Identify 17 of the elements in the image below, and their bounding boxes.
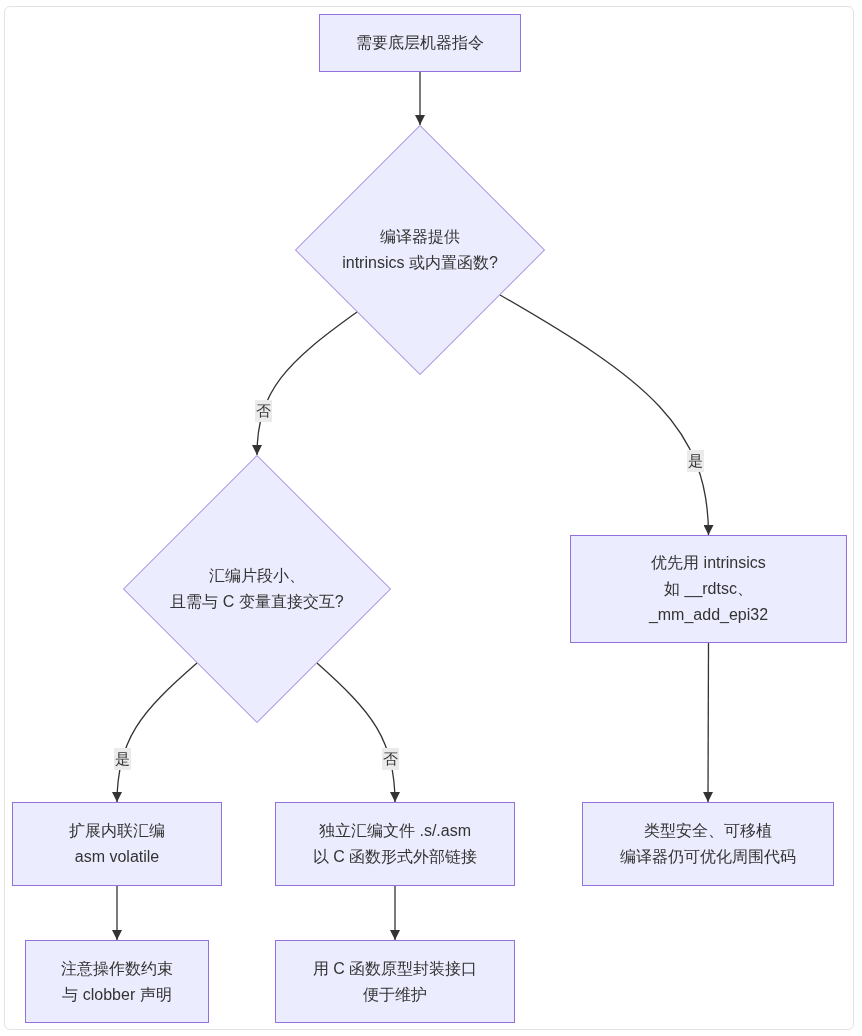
arrow [316, 662, 400, 803]
process-box: 独立汇编文件 .s/.asm 以 C 函数形式外部链接 [275, 802, 515, 886]
process-box: 优先用 intrinsics 如 __rdtsc、 _mm_add_epi32 [570, 535, 847, 643]
arrow [415, 71, 425, 126]
arrow [112, 885, 122, 941]
process-box: 用 C 函数原型封装接口便于维护 [275, 940, 515, 1023]
arrow [252, 311, 358, 456]
process-box: 注意操作数约束与 clobber 声明 [25, 940, 209, 1023]
decision-diamond: 汇编片段小、且需与 C 变量直接交互? [123, 455, 391, 723]
process-box: 需要底层机器指令 [319, 14, 521, 72]
arrow [112, 662, 198, 803]
arrow [499, 294, 713, 536]
arrow [390, 885, 400, 941]
process-box: 类型安全、可移植编译器仍可优化周围代码 [582, 802, 834, 886]
decision-diamond: 编译器提供 intrinsics 或内置函数? [295, 125, 545, 375]
arrow [703, 642, 714, 803]
process-box: 扩展内联汇编 asm volatile [12, 802, 222, 886]
